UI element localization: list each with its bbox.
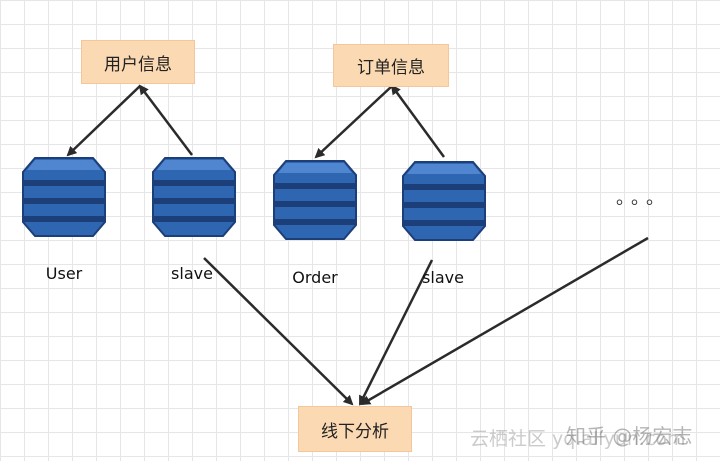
offline-analysis-box: 线下分析 xyxy=(298,406,412,452)
order-info-box: 订单信息 xyxy=(333,44,449,87)
arrow-slave2-to-orderinfo xyxy=(390,84,446,158)
db-label-user: User xyxy=(45,264,83,283)
arrow-slave1-to-userinfo xyxy=(138,84,193,156)
arrow-orderinfo-to-order xyxy=(314,85,393,159)
db-label-slave-1: slave xyxy=(171,264,213,283)
arrow-slave2-to-analysis xyxy=(358,259,434,406)
watermark-right: 知乎 @杨宏志 xyxy=(566,424,693,448)
database-icon-user xyxy=(22,157,106,237)
database-icon-slave-2 xyxy=(402,161,486,241)
db-label-slave-2: slave xyxy=(422,268,464,287)
db-label-order: Order xyxy=(292,268,338,287)
arrow-others-to-analysis xyxy=(360,236,649,406)
arrow-slave1-to-analysis xyxy=(203,257,354,406)
user-info-box: 用户信息 xyxy=(81,40,195,84)
database-icon-order xyxy=(273,160,357,240)
watermark-left: 云栖社区 yq.aliyun.com xyxy=(470,428,686,450)
arrow-userinfo-to-user xyxy=(66,85,141,157)
database-icon-slave-1 xyxy=(152,157,236,237)
ellipsis-more-sources: 。。。 xyxy=(616,188,670,209)
